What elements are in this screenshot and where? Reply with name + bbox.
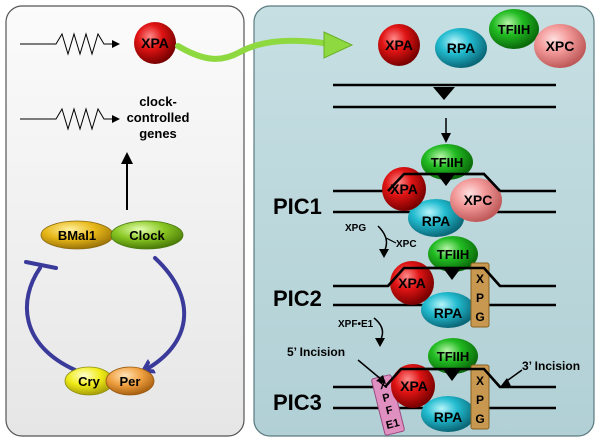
- pic2-rpa-label: RPA: [434, 305, 463, 321]
- pic2-title: PIC2: [273, 286, 322, 311]
- xpa-protein-left: XPA: [134, 22, 176, 64]
- pic3-xpa-label: XPA: [400, 378, 428, 394]
- pic1-rpa-label: RPA: [422, 213, 451, 229]
- xpa-label-left: XPA: [141, 35, 169, 51]
- pic3-xpf-p: P: [381, 391, 391, 404]
- clock-genes-line3: genes: [139, 126, 177, 141]
- pic2-lesion-icon: [443, 268, 461, 280]
- pic3-lesion-icon: [443, 369, 461, 381]
- clock-genes-line2: controlled: [127, 110, 190, 125]
- left-panel-background: [5, 5, 245, 437]
- left-panel: XPA clock- controlled genes BMal1 Clock …: [5, 5, 245, 437]
- per-label: Per: [120, 374, 141, 389]
- pic1-xpg-joins-label: XPG: [345, 223, 366, 234]
- dna-lesion-icon: [433, 87, 455, 100]
- damaged-dna: [333, 83, 556, 109]
- pic3-xpf-letters: X P F E1: [378, 379, 401, 432]
- pic1-title: PIC1: [273, 194, 322, 219]
- pic3-xpg-box: [470, 364, 490, 430]
- pic3-xpg-g: G: [475, 412, 484, 426]
- pic3-xpf-x: X: [378, 379, 389, 393]
- incision-5-label: 5’ Incision: [287, 345, 345, 359]
- transfer-arrow: [175, 31, 354, 62]
- pic1-xpc: [450, 178, 502, 222]
- pic3-title: PIC3: [273, 390, 322, 415]
- rpa-protein-free: RPA: [435, 28, 487, 68]
- step-arrow-1-head: [441, 133, 451, 143]
- pic1-tfiih: [421, 144, 473, 180]
- pic2-xpf-joins-label: XPF•E1: [338, 319, 374, 330]
- pic2-xpg-x: X: [476, 272, 484, 286]
- clock-genes-line1: clock-: [139, 94, 177, 109]
- inhibition-bar: [24, 260, 58, 270]
- xpc-protein-free: XPC: [534, 24, 586, 68]
- pic2-complex: PIC2 TFIIH XPA RPA X P G XPF•E1: [273, 236, 556, 347]
- pic1-complex: PIC1 TFIIH XPA XPC RPA XPG XPC: [273, 144, 556, 258]
- xpc-leaving-arrow: [385, 237, 397, 244]
- activation-arrow-head: [121, 152, 133, 164]
- pic3-xpf-f: F: [385, 404, 395, 417]
- pic1-xpc-label: XPC: [464, 192, 493, 208]
- pic3-xpg-x: X: [476, 374, 484, 388]
- pic3-xpa: [391, 364, 435, 408]
- induction-arc-arrow: [145, 256, 187, 370]
- bmal1-label: BMal1: [58, 228, 96, 243]
- rpa-free-label: RPA: [447, 40, 476, 56]
- xpa-free-label: XPA: [385, 37, 413, 53]
- bmal1-protein: BMal1: [40, 220, 114, 250]
- free-proteins: XPA RPA TFIIH XPC: [378, 9, 586, 68]
- clock-label: Clock: [129, 228, 165, 243]
- pic3-tfiih: [428, 338, 478, 374]
- pic2-xpg-p: P: [476, 291, 484, 305]
- zigzag-promoter-xpa: [20, 32, 120, 56]
- xpa-protein-free: XPA: [378, 24, 420, 66]
- pic3-rpa: [421, 396, 475, 432]
- pic1-xpc-leaves-label: XPC: [396, 239, 417, 250]
- pic1-tfiih-label: TFIIH: [431, 155, 464, 170]
- xpc-free-label: XPC: [546, 38, 575, 54]
- pic2-tfiih: [428, 236, 478, 272]
- clock-protein: Clock: [110, 220, 184, 250]
- pic1-rpa: [408, 199, 464, 237]
- cry-protein: Cry: [64, 366, 114, 396]
- pic3-rpa-label: RPA: [434, 409, 463, 425]
- pic2-xpg-g: G: [475, 310, 484, 324]
- pic2-xpg-box: [470, 262, 490, 328]
- cry-label: Cry: [78, 374, 100, 389]
- pic2-tfiih-label: TFIIH: [437, 247, 470, 262]
- pic1-lesion-icon: [437, 174, 455, 186]
- pic3-complex: PIC3 TFIIH XPA RPA X P G X P F E1 5’ Inc…: [273, 338, 580, 436]
- inhibition-arc: [24, 266, 77, 372]
- zigzag-promoter-genes: [20, 107, 120, 131]
- tfiih-free-label: TFIIH: [498, 22, 531, 37]
- incision-3-label: 3’ Incision: [522, 359, 580, 373]
- pic3-xpf-e1: E1: [385, 417, 401, 432]
- per-protein: Per: [105, 366, 155, 396]
- tfiih-protein-free: TFIIH: [489, 9, 539, 49]
- pic1-xpa-label: XPA: [390, 181, 418, 197]
- pic2-rpa: [421, 292, 475, 328]
- pic2-xpa-label: XPA: [398, 275, 426, 291]
- pic1-xpa: [382, 167, 426, 211]
- incision-5-arrow: [357, 359, 383, 381]
- pic3-tfiih-label: TFIIH: [437, 349, 470, 364]
- pic3-xpg-p: P: [476, 393, 484, 407]
